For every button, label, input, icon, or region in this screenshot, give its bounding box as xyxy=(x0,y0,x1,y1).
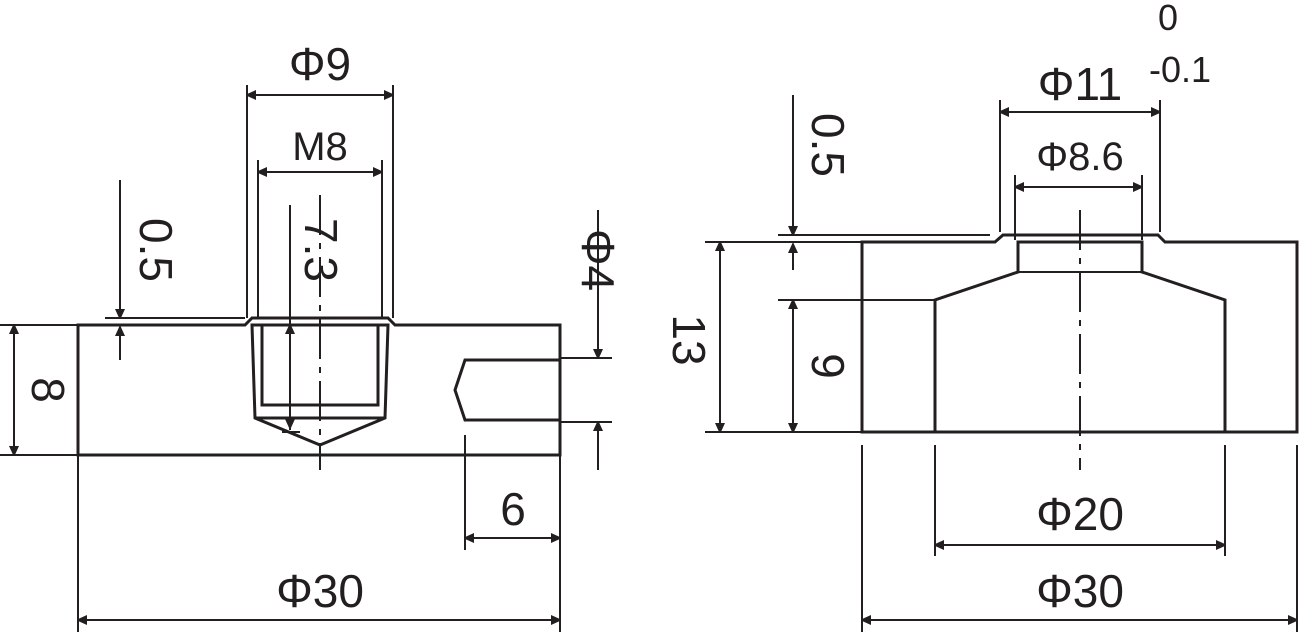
dim-chamfer-depth-right: 0.5 xyxy=(802,113,854,177)
right-section-view: Φ11 0 -0.1 Φ8.6 0.5 9 13 Φ20 Φ30 xyxy=(663,0,1299,632)
dim-outer-dia-right: Φ30 xyxy=(1036,565,1124,617)
tolerance-lower: -0.1 xyxy=(1149,49,1211,90)
dim-outer-dia: Φ30 xyxy=(276,565,364,617)
dim-inner-top-dia: Φ8.6 xyxy=(1036,135,1124,179)
dim-counterbore-dia: Φ9 xyxy=(289,38,351,90)
right-hatched-body xyxy=(860,233,1299,434)
tolerance-upper: 0 xyxy=(1158,0,1178,38)
dim-chamfer-depth: 0.5 xyxy=(130,218,182,282)
dim-side-hole-dia: Φ4 xyxy=(572,229,624,291)
left-section-view: Φ9 M8 0.5 7.3 Φ4 8 6 Φ30 xyxy=(0,38,624,632)
dim-side-hole-depth: 6 xyxy=(500,483,526,535)
dim-height: 8 xyxy=(22,377,74,403)
dim-thread: M8 xyxy=(292,125,348,169)
dim-top-dia: Φ11 xyxy=(1038,58,1122,110)
left-hatched-body xyxy=(76,316,562,457)
dim-cavity-height: 9 xyxy=(802,353,854,379)
dim-height-right: 13 xyxy=(663,314,715,365)
dim-thread-depth: 7.3 xyxy=(295,218,347,282)
dim-cavity-dia: Φ20 xyxy=(1036,488,1124,540)
